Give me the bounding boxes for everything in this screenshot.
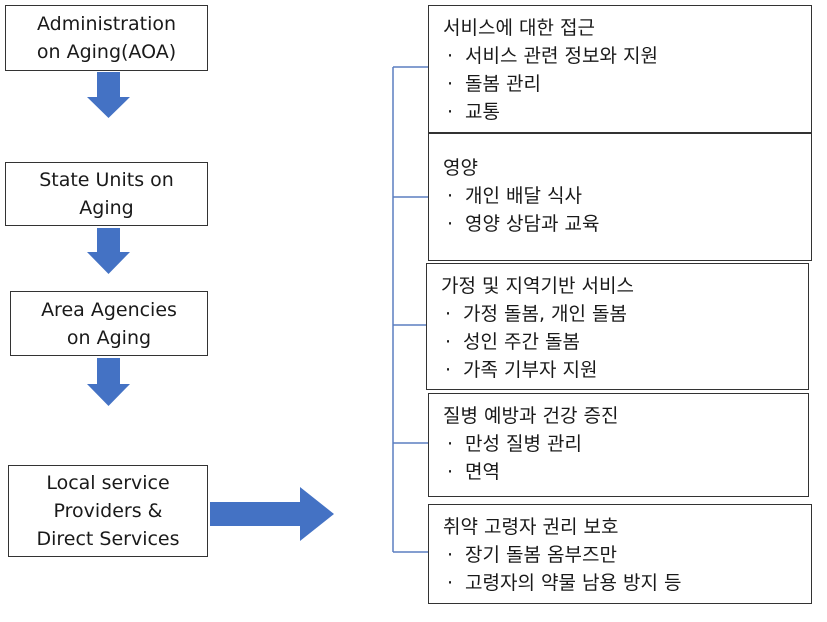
right-arrow <box>210 487 334 541</box>
local-line-1: Local service <box>46 472 170 494</box>
service-item: 만성 질병 관리 <box>443 430 808 458</box>
area-line-1: Area Agencies <box>41 298 177 321</box>
service-box-prevention: 질병 예방과 건강 증진 만성 질병 관리 면역 <box>428 393 809 497</box>
service-box-nutrition: 영양 개인 배달 식사 영양 상담과 교육 <box>428 133 812 261</box>
service-title: 질병 예방과 건강 증진 <box>443 405 619 427</box>
service-title: 서비스에 대한 접근 <box>443 17 595 39</box>
down-arrow-2 <box>87 228 130 274</box>
service-bracket <box>392 66 428 553</box>
down-arrow-1 <box>87 72 130 118</box>
service-item: 가족 기부자 지원 <box>441 356 808 384</box>
service-item: 성인 주간 돌봄 <box>441 328 808 356</box>
service-item: 개인 배달 식사 <box>443 182 811 210</box>
service-item: 돌봄 관리 <box>443 70 811 98</box>
service-item: 가정 돌봄, 개인 돌봄 <box>441 300 808 328</box>
local-line-3: Direct Services <box>36 528 180 550</box>
service-item: 면역 <box>443 458 808 486</box>
service-item: 고령자의 약물 남용 방지 등 <box>443 569 811 597</box>
down-arrow-3 <box>87 358 130 406</box>
local-providers-box: Local service Providers & Direct Service… <box>8 465 208 557</box>
aoa-line-2: on Aging(AOA) <box>36 41 177 63</box>
service-title: 가정 및 지역기반 서비스 <box>441 275 634 297</box>
service-item: 교통 <box>443 98 811 126</box>
service-title: 취약 고령자 권리 보호 <box>443 516 619 538</box>
local-line-2: Providers & <box>53 500 163 522</box>
aoa-box: Administration on Aging(AOA) <box>5 5 208 71</box>
service-box-home-community: 가정 및 지역기반 서비스 가정 돌봄, 개인 돌봄 성인 주간 돌봄 가족 기… <box>426 263 809 390</box>
service-item: 영양 상담과 교육 <box>443 210 811 238</box>
service-item: 서비스 관련 정보와 지원 <box>443 42 811 70</box>
area-agencies-box: Area Agencies on Aging <box>10 291 208 356</box>
service-title: 영양 <box>443 157 478 179</box>
state-line-2: Aging <box>79 197 134 219</box>
state-line-1: State Units on <box>39 169 174 191</box>
service-box-access: 서비스에 대한 접근 서비스 관련 정보와 지원 돌봄 관리 교통 <box>428 5 812 133</box>
service-box-rights: 취약 고령자 권리 보호 장기 돌봄 옴부즈만 고령자의 약물 남용 방지 등 <box>428 504 812 604</box>
service-item: 장기 돌봄 옴부즈만 <box>443 541 811 569</box>
area-line-2: on Aging <box>66 326 152 349</box>
aoa-line-1: Administration <box>36 13 177 35</box>
state-units-box: State Units on Aging <box>5 162 208 226</box>
